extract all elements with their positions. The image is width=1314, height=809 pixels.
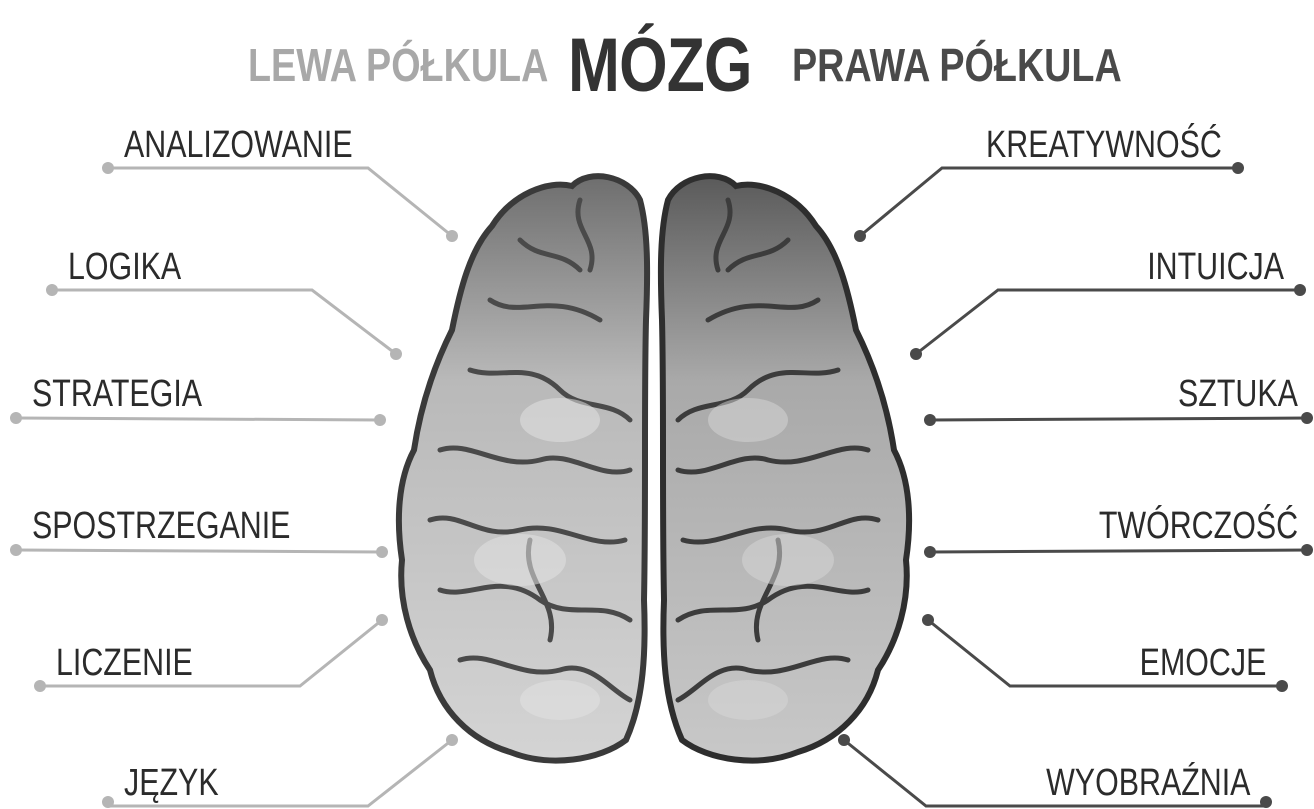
label-sztuka: SZTUKA: [1178, 375, 1298, 413]
label-jezyk: JĘZYK: [124, 764, 219, 802]
dot-kreatywnosc-start: [1232, 162, 1244, 174]
label-emocje: EMOCJE: [1139, 644, 1266, 682]
connector-tworczosc: [930, 550, 1310, 552]
connector-kreatywnosc: [860, 168, 1238, 236]
dot-strategia-start: [10, 412, 22, 424]
dot-analizowanie-start: [102, 162, 114, 174]
right-hemisphere: [661, 176, 909, 760]
label-wyobraznia: WYOBRAŹNIA: [1046, 764, 1250, 802]
dot-emocje-start: [1276, 680, 1288, 692]
connector-logika: [52, 290, 396, 354]
dot-tworczosc-end: [924, 546, 936, 558]
dot-sztuka-end: [924, 414, 936, 426]
label-kreatywnosc: KREATYWNOŚĆ: [986, 126, 1222, 164]
label-logika: LOGIKA: [68, 248, 181, 286]
dot-logika-start: [46, 284, 58, 296]
dot-wyobraznia-end: [838, 734, 850, 746]
dot-logika-end: [390, 348, 402, 360]
connector-sztuka: [930, 418, 1310, 420]
label-strategia: STRATEGIA: [32, 375, 202, 413]
connector-intuicja: [916, 290, 1300, 354]
label-intuicja: INTUICJA: [1147, 248, 1284, 286]
dot-intuicja-start: [1294, 284, 1306, 296]
dot-emocje-end: [922, 614, 934, 626]
connector-spostrzeganie: [16, 550, 382, 552]
dot-wyobraznia-start: [1260, 796, 1272, 808]
left-hemisphere: [399, 176, 647, 760]
dot-intuicja-end: [910, 348, 922, 360]
dot-sztuka-start: [1301, 412, 1313, 424]
dot-jezyk-end: [446, 734, 458, 746]
dot-liczenie-end: [376, 614, 388, 626]
dot-jezyk-start: [102, 796, 114, 808]
dot-strategia-end: [374, 414, 386, 426]
dot-analizowanie-end: [446, 230, 458, 242]
dot-liczenie-start: [34, 680, 46, 692]
dot-tworczosc-start: [1301, 544, 1313, 556]
connector-analizowanie: [108, 168, 452, 236]
label-tworczosc: TWÓRCZOŚĆ: [1099, 507, 1298, 545]
label-spostrzeganie: SPOSTRZEGANIE: [32, 507, 290, 545]
label-analizowanie: ANALIZOWANIE: [124, 126, 353, 164]
dot-kreatywnosc-end: [854, 230, 866, 242]
dot-spostrzeganie-start: [10, 544, 22, 556]
dot-spostrzeganie-end: [376, 546, 388, 558]
connector-strategia: [16, 418, 380, 420]
label-liczenie: LICZENIE: [56, 644, 193, 682]
